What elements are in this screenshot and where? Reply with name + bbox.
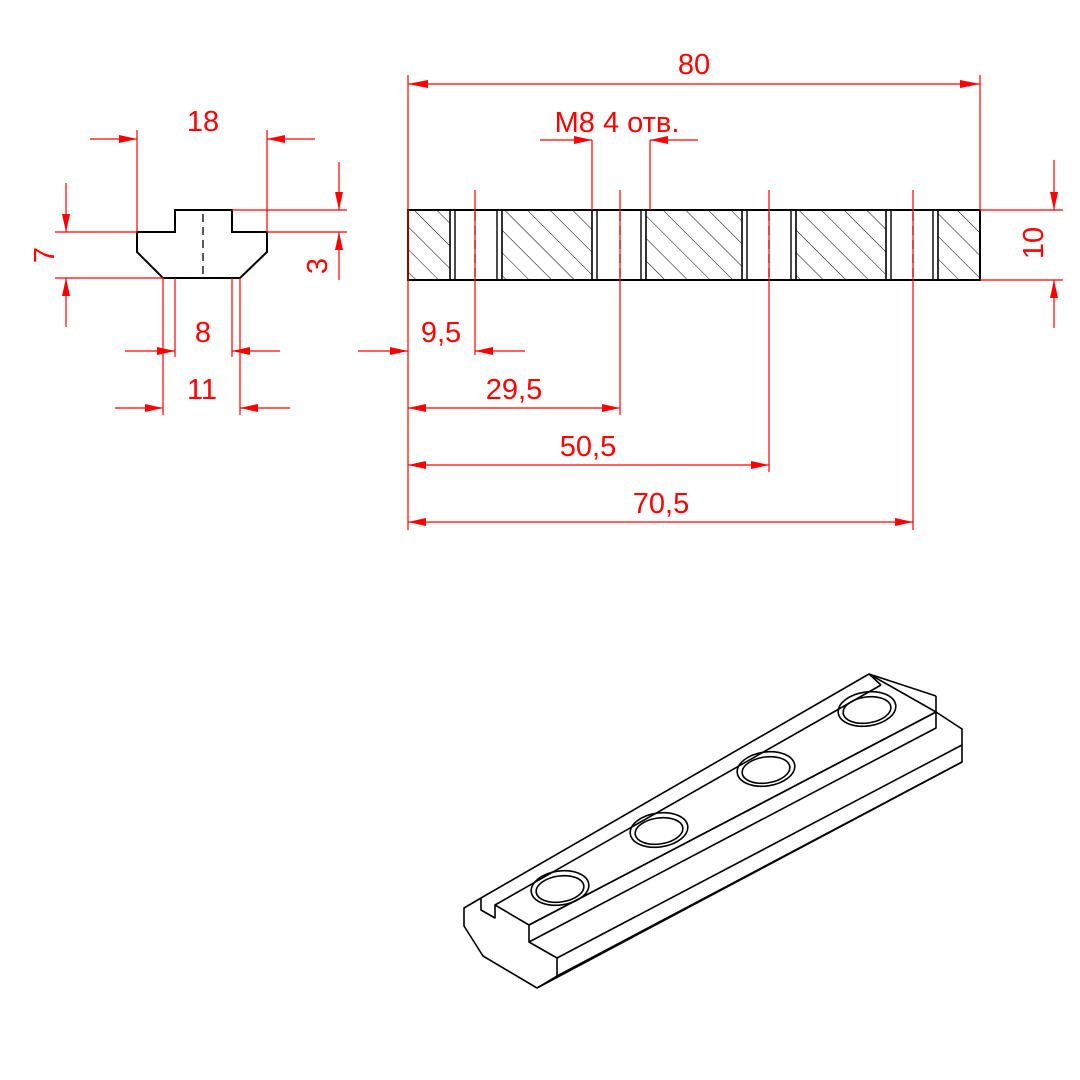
- dim-height-total: 7: [29, 247, 61, 263]
- side-arrowheads: [390, 80, 1058, 526]
- dim-slot-width: 8: [195, 317, 211, 349]
- dim-hole-3: 50,5: [560, 431, 616, 463]
- dim-thickness: 10: [1018, 227, 1050, 259]
- dim-width-top: 18: [187, 106, 219, 138]
- hole-4-inner: [842, 695, 892, 725]
- dim-holes-note: М8 4 отв.: [555, 107, 680, 139]
- hole-3-inner: [741, 755, 791, 785]
- hole-2-outer: [629, 811, 689, 849]
- lower-flange: [556, 711, 963, 977]
- isometric-view: [463, 673, 963, 989]
- dim-hole-4: 70,5: [633, 488, 689, 520]
- cross-section-arrowheads: [62, 135, 343, 412]
- hole-2-inner: [634, 816, 684, 846]
- dim-hole-1: 9,5: [421, 317, 461, 349]
- dim-hole-2: 29,5: [486, 374, 542, 406]
- hole-edges: [454, 210, 934, 280]
- side-section-view: 80 М8 4 отв. 10 9,5 29,5 50,5 70,5: [358, 49, 1063, 530]
- end-face: [463, 897, 558, 989]
- dim-length: 80: [678, 49, 710, 81]
- top-face: [480, 673, 937, 926]
- hole-4-outer: [837, 690, 897, 728]
- dim-bottom-width: 11: [187, 374, 217, 406]
- hole-1-outer: [530, 869, 590, 907]
- bolt-holes: [530, 690, 897, 907]
- cross-section-view: 18 7 3 8 11: [29, 106, 347, 415]
- hole-1-inner: [535, 874, 585, 904]
- step-face: [528, 696, 937, 943]
- hatched-material: [407, 209, 981, 281]
- side-dimension-lines: [358, 75, 1063, 530]
- hole-3-outer: [736, 750, 796, 788]
- dim-height-step: 3: [302, 258, 334, 274]
- t-nut-profile: [136, 209, 268, 279]
